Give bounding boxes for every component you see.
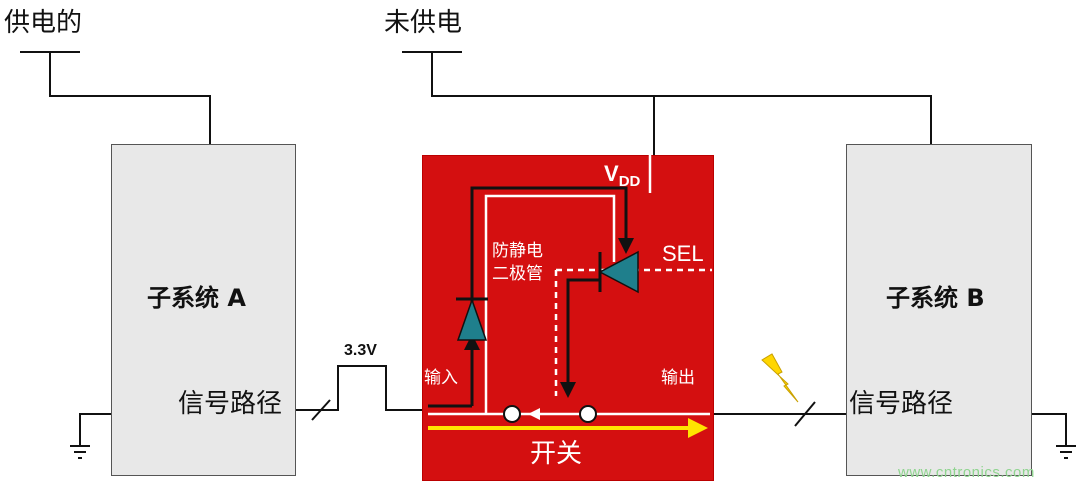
signal-path-a-label: 信号路径 bbox=[178, 389, 283, 419]
unpowered-label: 未供电 bbox=[384, 8, 463, 38]
output-label: 输出 bbox=[661, 368, 695, 388]
unpowered-supply-line bbox=[402, 51, 932, 155]
control-path bbox=[428, 186, 628, 408]
input-label: 输入 bbox=[424, 368, 458, 388]
vdd-subscript: DD bbox=[618, 173, 641, 190]
pulse-voltage-label: 3.3V bbox=[344, 342, 377, 359]
signal-line-b bbox=[714, 401, 846, 427]
vdd-label: VDD bbox=[604, 161, 641, 190]
powered-supply-line bbox=[20, 51, 211, 144]
subsystem-a-block bbox=[111, 144, 296, 476]
subsystem-b-label: 子系统 B bbox=[886, 284, 985, 312]
sel-label: SEL bbox=[662, 241, 704, 266]
switch-label: 开关 bbox=[530, 439, 583, 469]
powered-label: 供电的 bbox=[4, 8, 83, 38]
subsystem-b-block bbox=[846, 144, 1032, 476]
ground-symbol-b bbox=[1032, 413, 1076, 459]
signal-line-a bbox=[296, 365, 422, 421]
esd-diode-label: 防静电 二极管 bbox=[492, 241, 543, 284]
signal-flow-arrow bbox=[428, 418, 708, 438]
ground-symbol-a bbox=[70, 413, 111, 459]
signal-path-b-label: 信号路径 bbox=[849, 389, 954, 419]
lightning-bolt-icon bbox=[761, 353, 799, 403]
watermark: www.cntronics.com bbox=[898, 464, 1035, 481]
arrowhead-down-switch bbox=[560, 382, 576, 398]
arrowhead-up-diode bbox=[464, 334, 480, 350]
arrowhead-down-top bbox=[618, 238, 634, 254]
subsystem-a-label: 子系统 A bbox=[147, 284, 246, 312]
vdd-main: V bbox=[604, 161, 619, 186]
switch-contacts bbox=[503, 405, 597, 423]
esd-diode-vertical bbox=[456, 297, 488, 341]
internal-rails bbox=[428, 155, 710, 416]
esd-diode-horizontal bbox=[598, 250, 639, 294]
